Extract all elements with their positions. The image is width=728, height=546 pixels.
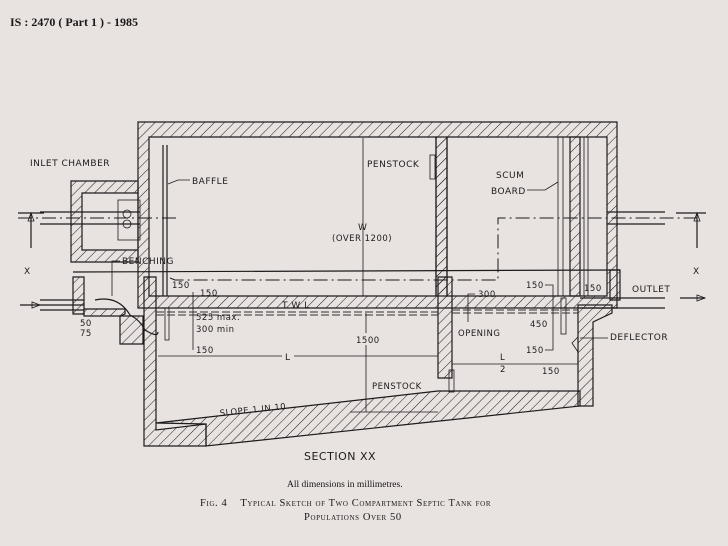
width-note: (OVER 1200) (332, 234, 392, 244)
section-partition-wall (437, 276, 453, 379)
outlet-pipe (580, 297, 705, 309)
inlet-arrow-icon (31, 301, 42, 309)
scum-board (557, 136, 564, 297)
inlet-bend-pipe (94, 298, 159, 336)
section-view: BENCHING 150 150 50 75 T W L 525 max. 30… (20, 257, 707, 463)
standard-header: IS : 2470 ( Part 1 ) - 1985 (10, 15, 138, 29)
dim-150: 150 (526, 346, 544, 356)
scum-board (569, 136, 581, 297)
section-scum-board (560, 297, 567, 335)
dimensions-note: All dimensions in millimetres. (287, 480, 403, 490)
arrow-icon (27, 211, 701, 222)
inlet-chamber-wall (72, 276, 85, 315)
section-mark-left: X (24, 267, 31, 277)
scum-board-label: SCUM (496, 171, 524, 181)
half-length-label: L (500, 353, 505, 363)
half-length-label: 2 (500, 365, 506, 375)
inlet-chamber-label: INLET CHAMBER (30, 159, 110, 169)
outlet-upper-wall (609, 269, 621, 301)
label-bg (354, 333, 380, 345)
deflector (571, 336, 579, 353)
scum-board (583, 136, 589, 297)
opening-label: OPENING (458, 329, 501, 339)
depth-1500: 1500 (356, 336, 380, 346)
plan-partition-wall (435, 136, 448, 297)
dim-150: 150 (200, 289, 218, 299)
plan-main-walls (137, 121, 618, 309)
deflector-label: DEFLECTOR (610, 333, 668, 343)
outlet-arrow-icon (696, 294, 707, 302)
dim-150: 150 (526, 281, 544, 291)
leader-line (111, 260, 120, 296)
dimension-line (467, 293, 475, 322)
length-label: L (285, 353, 291, 363)
figure-caption-line1: Typical Sketch of Two Compartment Septic… (240, 498, 491, 509)
penstock-label: PENSTOCK (372, 382, 422, 392)
dim-450: 450 (530, 320, 548, 330)
dim-300-min: 300 min (196, 325, 234, 335)
dim-150: 150 (196, 346, 214, 356)
section-penstock (448, 369, 455, 393)
outlet-label: OUTLET (632, 285, 670, 295)
plan-view: X X INLET CHAMBER BAFFLE PENSTOCK W (OVE… (18, 121, 706, 309)
dim-525-max: 525 max. (196, 313, 240, 323)
width-label: W (358, 223, 367, 233)
section-top-line (72, 269, 621, 273)
plan-penstock (429, 154, 436, 180)
leader-line (527, 181, 559, 191)
scum-board-label: BOARD (491, 187, 526, 197)
penstock-label: PENSTOCK (367, 160, 420, 170)
figure-caption-line2: Populations Over 50 (304, 512, 402, 523)
leader-line (167, 179, 190, 185)
plan-inlet-chamber-walls (70, 180, 139, 263)
section-mark-right: X (693, 267, 700, 277)
dim-300: 300 (478, 290, 496, 300)
inlet-pipe (20, 299, 84, 311)
section-title: SECTION XX (304, 450, 376, 463)
dim-150: 150 (542, 367, 560, 377)
dimension-line (545, 284, 554, 351)
benching-label: BENCHING (122, 257, 174, 267)
inlet-bend-fitting (122, 209, 132, 219)
section-line-xx (18, 217, 697, 281)
dim-50: 50 (80, 319, 92, 329)
inlet-bend (117, 199, 141, 241)
label-bg (282, 350, 294, 362)
section-right-wall (577, 304, 613, 407)
dim-150: 150 (584, 284, 602, 294)
inlet-chamber-base (119, 315, 144, 345)
baffle-label: BAFFLE (192, 177, 228, 187)
dim-150: 150 (172, 281, 190, 291)
section-baffle (164, 307, 170, 341)
figure-number: Fig. 4 (200, 498, 227, 509)
dim-75: 75 (80, 329, 92, 339)
figure-caption: Fig. 4 Typical Sketch of Two Compartment… (200, 498, 491, 509)
twl-label: T W L (281, 301, 310, 311)
inlet-benching (83, 308, 126, 317)
dimension-lines (158, 313, 578, 413)
